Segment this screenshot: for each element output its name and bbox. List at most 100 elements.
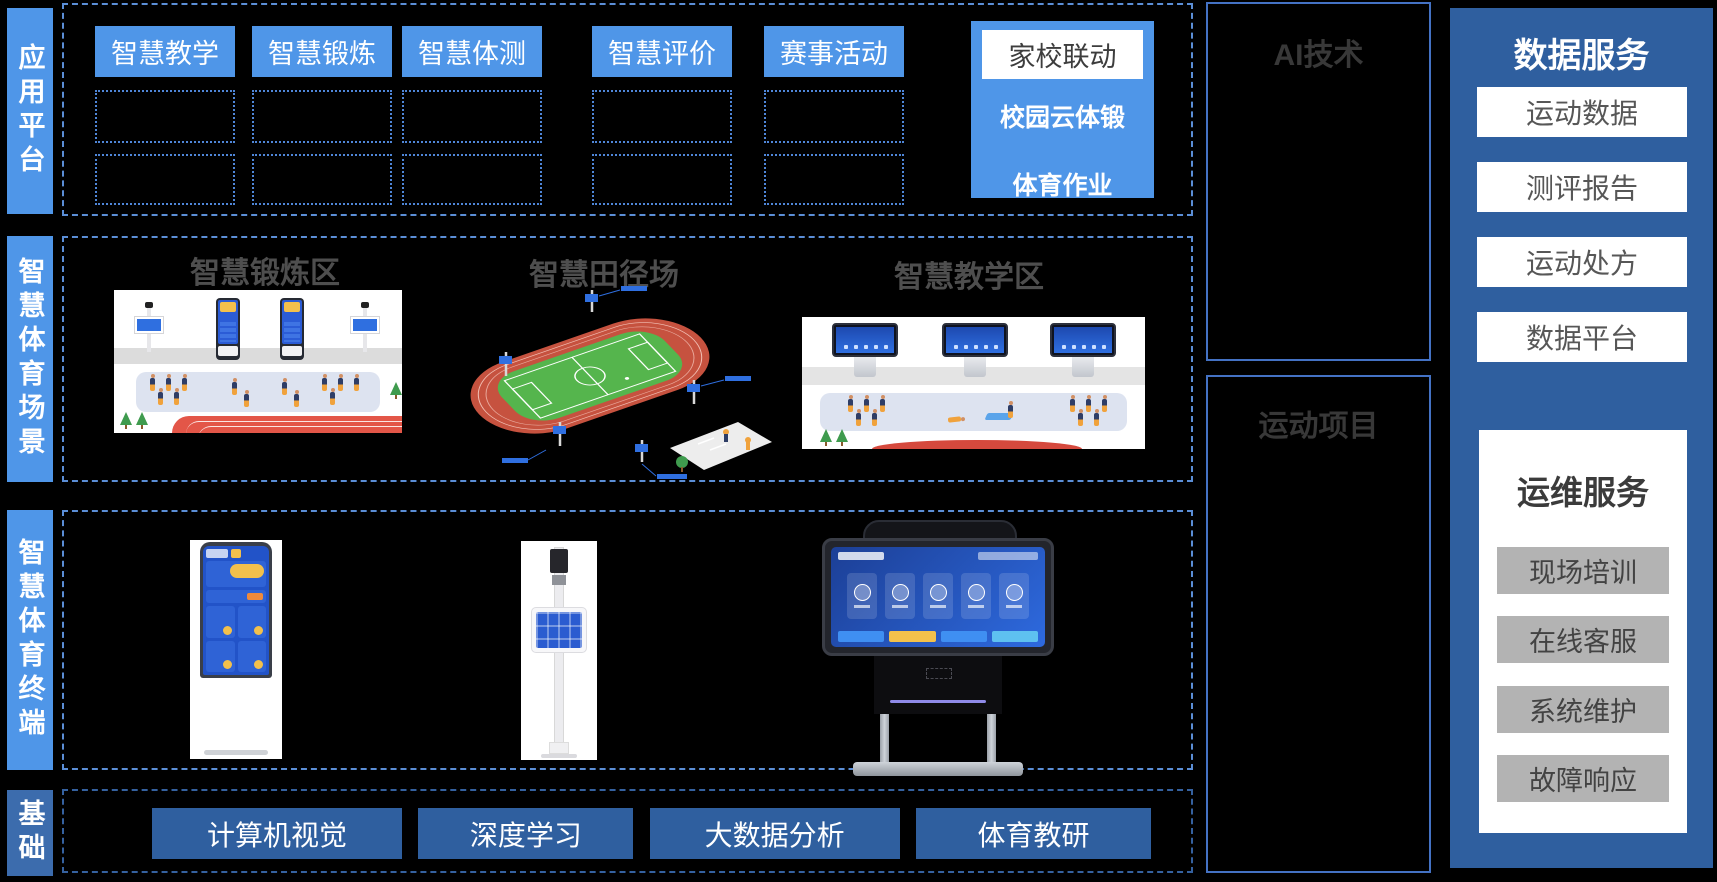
tree-icon <box>820 429 832 446</box>
scene-title-teaching-area: 智慧教学区 <box>894 261 1044 294</box>
empty-slot <box>252 154 392 205</box>
ops-item-fault-response[interactable]: 故障响应 <box>1497 755 1669 802</box>
empty-slot <box>592 90 732 143</box>
tab-smart-fitness-test[interactable]: 智慧体测 <box>402 26 542 77</box>
app-tile <box>999 572 1029 619</box>
home-school-linkage-card[interactable]: 家校联动 校园云体锻 体育作业 <box>971 21 1154 200</box>
button-pe-teaching-research[interactable]: 体育教研 <box>915 808 1151 859</box>
empty-slot <box>764 90 904 143</box>
ops-service-panel: 运维服务 现场培训 在线客服 系统维护 故障响应 <box>1479 430 1687 833</box>
exercise-area-illustration <box>114 290 402 433</box>
sports-programs-title: 运动项目 <box>1258 410 1379 443</box>
empty-slot <box>252 90 392 143</box>
app-tile <box>885 572 915 619</box>
button-computer-vision[interactable]: 计算机视觉 <box>152 808 402 859</box>
sidebar-label: 基础 <box>14 799 45 867</box>
smart-sports-scenes-section: 智慧锻炼区 智慧田径场 智慧教学区 <box>62 236 1193 482</box>
device-base-plate <box>541 754 577 758</box>
person-figure <box>1070 395 1075 412</box>
button-deep-learning[interactable]: 深度学习 <box>418 808 634 859</box>
tree-icon <box>836 429 848 446</box>
data-service-item-exercise-prescription[interactable]: 运动处方 <box>1477 237 1687 287</box>
sidebar-label: 智慧体育终端 <box>14 538 45 742</box>
app-tile <box>847 572 877 619</box>
data-service-item-data-platform[interactable]: 数据平台 <box>1477 312 1687 362</box>
kiosk-screen <box>200 542 272 678</box>
sensor-head <box>550 549 568 573</box>
home-school-item-campus-cloud: 校园云体锻 <box>999 104 1125 132</box>
scene-title-exercise-area: 智慧锻炼区 <box>190 257 340 290</box>
data-service-title: 数据服务 <box>1513 37 1650 75</box>
platform-column: 智慧评价 <box>592 5 732 214</box>
person-figure <box>848 395 853 412</box>
ops-item-onsite-training[interactable]: 现场培训 <box>1497 547 1669 594</box>
person-figure <box>1102 395 1107 412</box>
empty-slot <box>764 154 904 205</box>
terminal-screen <box>822 538 1054 656</box>
platform-column: 智慧锻炼 <box>252 5 392 214</box>
phone-kiosk-illustration <box>216 298 240 360</box>
athletics-field-illustration <box>470 286 772 479</box>
running-track-strip <box>172 416 402 433</box>
home-school-item-sports-homework: 体育作业 <box>1012 172 1113 200</box>
phone-kiosk-illustration <box>280 298 304 360</box>
empty-slot <box>95 90 235 143</box>
person-figure <box>1094 409 1099 426</box>
ops-item-online-support[interactable]: 在线客服 <box>1497 616 1669 663</box>
person-figure <box>330 388 335 405</box>
sidebar-item-smart-sports-terminals: 智慧体育终端 <box>7 510 53 770</box>
tree-icon <box>120 412 132 429</box>
sidebar-label: 应用平台 <box>14 43 45 179</box>
application-platform-section: 智慧教学 智慧锻炼 智慧体测 智慧评价 赛事活动 家校联动 校园云体锻 体育 <box>62 3 1193 216</box>
ops-service-title: 运维服务 <box>1517 474 1649 511</box>
sidebar-item-application-platform: 应用平台 <box>7 8 53 214</box>
person-figure <box>856 409 861 426</box>
tree-icon <box>136 412 148 429</box>
tab-smart-exercise[interactable]: 智慧锻炼 <box>252 26 392 77</box>
button-big-data-analysis[interactable]: 大数据分析 <box>649 808 900 859</box>
person-figure <box>150 374 155 391</box>
platform-column: 智慧教学 <box>95 5 235 214</box>
person-figure <box>880 395 885 412</box>
stand-leg <box>880 714 889 770</box>
screen-kiosk-illustration <box>832 323 898 381</box>
tree-icon <box>390 382 402 399</box>
screen-kiosk-illustration <box>942 323 1008 381</box>
data-service-item-sport-data[interactable]: 运动数据 <box>1477 87 1687 137</box>
person-figure <box>338 374 343 391</box>
platform-column: 赛事活动 <box>764 5 904 214</box>
person-figure <box>158 388 163 405</box>
ops-item-system-maintenance[interactable]: 系统维护 <box>1497 686 1669 733</box>
foundation-button-row: 计算机视觉 深度学习 大数据分析 体育教研 <box>152 808 1151 859</box>
camera-pole-marker <box>499 286 751 479</box>
wall-strip <box>114 348 402 364</box>
height-measurement-terminal <box>521 541 597 760</box>
ai-technology-title: AI技术 <box>1273 39 1364 72</box>
person-figure <box>864 395 869 412</box>
tab-smart-evaluation[interactable]: 智慧评价 <box>592 26 732 77</box>
person-figure <box>244 390 249 407</box>
person-figure <box>872 409 877 426</box>
sports-programs-panel: 运动项目 <box>1206 375 1431 873</box>
sidebar-label: 智慧体育场景 <box>14 257 45 461</box>
platform-column: 智慧体测 <box>402 5 542 214</box>
person-figure <box>1008 401 1013 418</box>
person-figure <box>182 374 187 391</box>
ai-technology-panel: AI技术 <box>1206 2 1431 361</box>
person-figure <box>322 374 327 391</box>
device-tablet <box>531 607 587 653</box>
empty-slot <box>402 154 542 205</box>
sensor-bracket <box>552 575 566 585</box>
person-figure <box>1078 409 1083 426</box>
tablet-screen <box>536 612 582 648</box>
stand-base <box>853 762 1023 776</box>
tab-smart-teaching[interactable]: 智慧教学 <box>95 26 235 77</box>
data-service-item-assessment-report[interactable]: 测评报告 <box>1477 162 1687 212</box>
screen-kiosk-illustration <box>1050 323 1116 381</box>
large-touchscreen-terminal <box>822 520 1054 776</box>
app-tile <box>961 572 991 619</box>
terminal-lower-panel <box>874 656 1002 714</box>
tab-competition-events[interactable]: 赛事活动 <box>764 26 904 77</box>
foundation-section: 计算机视觉 深度学习 大数据分析 体育教研 <box>62 789 1193 873</box>
